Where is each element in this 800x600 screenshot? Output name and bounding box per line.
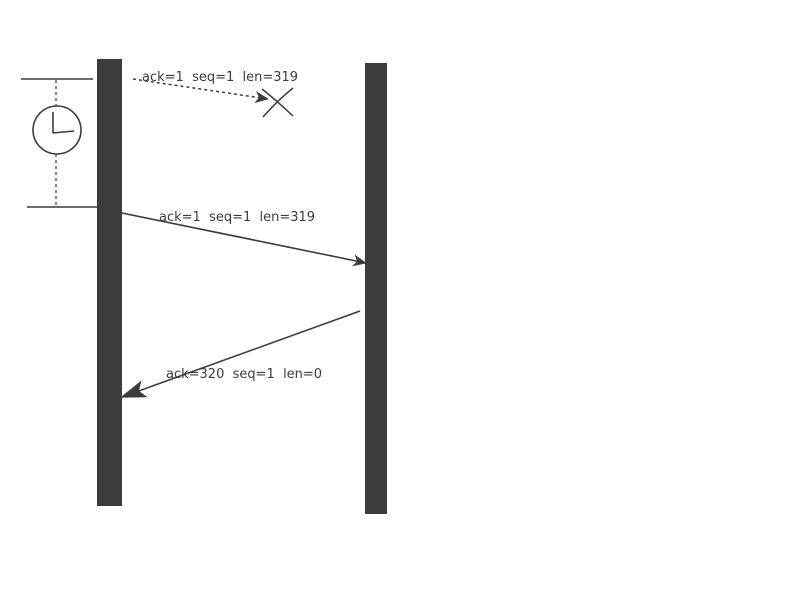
message-ack: ack=320 seq=1 len=0: [120, 310, 361, 398]
sender-lifeline: [97, 59, 122, 506]
message-retransmit-label: ack=1 seq=1 len=319: [159, 210, 315, 225]
message-ack-arrow: [120, 310, 361, 398]
x-mark-icon: [261, 87, 294, 118]
message-lost-arrow: [132, 78, 269, 104]
receiver-lifeline: [365, 63, 387, 514]
message-lost: ack=1 seq=1 len=319: [132, 70, 298, 118]
message-retransmit: ack=1 seq=1 len=319: [121, 210, 367, 267]
retransmission-timer: [21, 78, 97, 208]
clock-icon: [32, 105, 82, 155]
message-lost-label: ack=1 seq=1 len=319: [142, 70, 298, 85]
message-retransmit-arrow: [121, 212, 367, 267]
message-ack-label: ack=320 seq=1 len=0: [166, 367, 322, 382]
